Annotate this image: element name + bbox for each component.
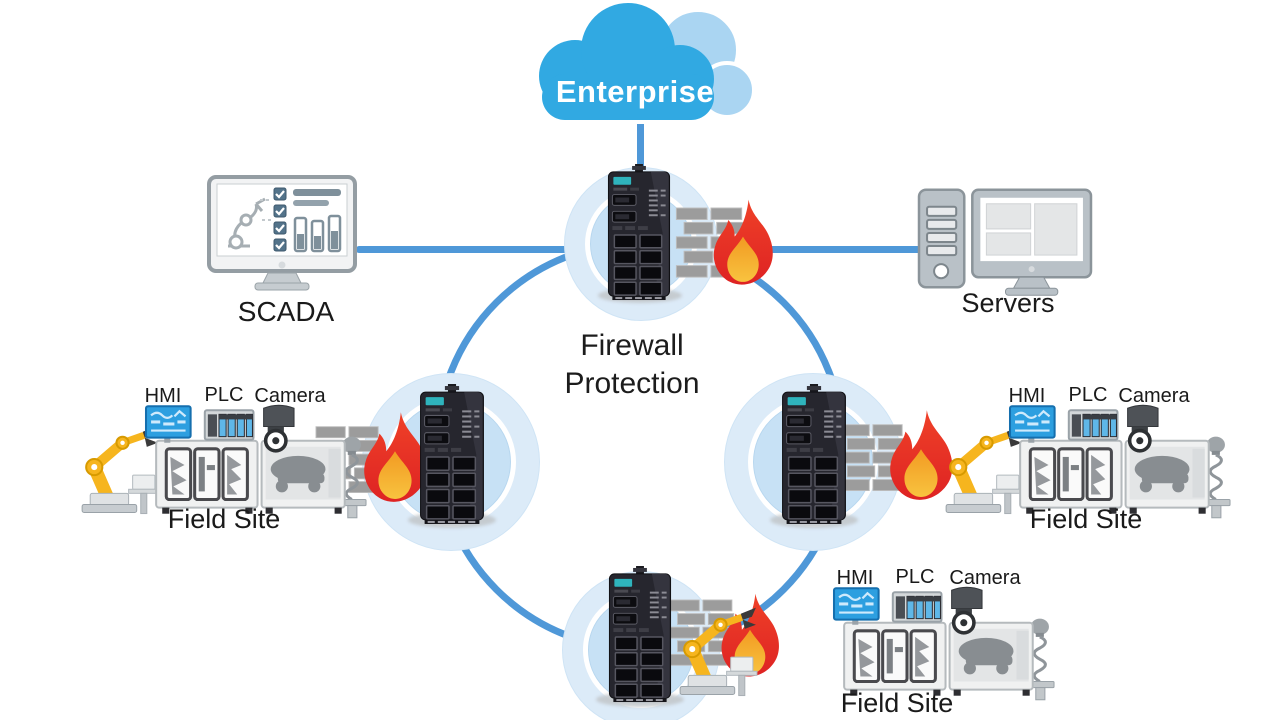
flame-icon [713,199,773,285]
scada-monitor-icon [207,175,357,292]
factory-machines-icon [1008,403,1232,520]
connector-firewall-to-servers [700,246,928,253]
firewall-device-icon [608,565,672,703]
plc-label: PLC [204,384,244,406]
hmi-label: HMI [1008,385,1046,407]
hmi-label: HMI [144,385,182,407]
camera-label: Camera [949,567,1021,589]
plc-label: PLC [895,566,935,588]
servers-label: Servers [961,288,1055,318]
firewall-device-icon [781,383,847,525]
connector-scada-to-firewall [356,246,606,253]
robot-arm-icon [668,586,764,700]
factory-machines-icon [144,403,368,520]
plc-label: PLC [1068,384,1108,406]
firewall-protection-title: Firewall Protection [564,327,699,403]
camera-label: Camera [1118,385,1190,407]
firewall-device-icon [607,163,671,301]
connector-cloud-to-firewall [637,124,644,172]
hmi-label: HMI [836,567,874,589]
title-line2: Protection [564,367,700,400]
factory-machines-icon [832,585,1056,702]
enterprise-label: Enterprise [555,74,715,109]
field-site-label: Field Site [1029,504,1143,534]
servers-icon [917,188,1093,297]
firewall-device-icon [419,383,485,525]
field-site-label: Field Site [840,688,954,718]
camera-label: Camera [254,385,326,407]
field-site-label: Field Site [167,504,281,534]
enterprise-cloud-icon [537,1,756,122]
title-line1: Firewall [580,329,684,362]
scada-label: SCADA [237,296,335,327]
